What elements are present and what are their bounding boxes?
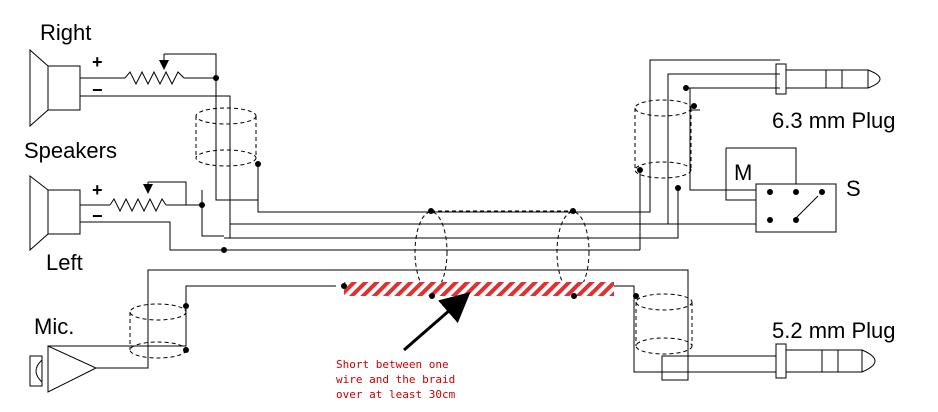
plug-5-2mm (775, 343, 876, 379)
main-wires (201, 59, 780, 250)
annotation-line-1: Short between one (336, 358, 449, 371)
mic-cable-shield (129, 303, 187, 359)
short-region-hatch (344, 282, 614, 296)
label-mic: Mic. (34, 314, 74, 339)
label-plus-right: + (92, 52, 103, 72)
middle-braid-shields (414, 210, 590, 293)
label-switch-m: M (734, 160, 752, 185)
label-right: Right (40, 20, 91, 45)
label-switch-s: S (846, 176, 861, 201)
annotation-arrow (403, 292, 471, 352)
label-plug-6-3mm: 6.3 mm Plug (772, 108, 896, 133)
mic-wires-right (614, 282, 776, 381)
label-left: Left (46, 250, 83, 275)
mic-switch (668, 110, 837, 233)
label-minus-left: − (92, 206, 103, 226)
label-plus-left: + (92, 180, 103, 200)
label-minus-right: − (92, 80, 103, 100)
speaker-cable-shield-left (195, 107, 257, 167)
plug-cable-shield-right (634, 99, 692, 179)
right-speaker-wiring (80, 53, 231, 238)
plug-cable-shield-lower (635, 293, 693, 355)
left-speaker-wiring (80, 181, 640, 251)
annotation-line-3: over at least 30cm (336, 388, 456, 401)
right-speaker (29, 48, 81, 128)
junction-dots (183, 75, 825, 353)
left-speaker (29, 174, 81, 252)
label-plug-5-2mm: 5.2 mm Plug (772, 318, 896, 343)
plug-6-3mm (686, 63, 881, 111)
annotation-line-2: wire and the braid (336, 373, 455, 386)
label-speakers: Speakers (24, 138, 117, 163)
